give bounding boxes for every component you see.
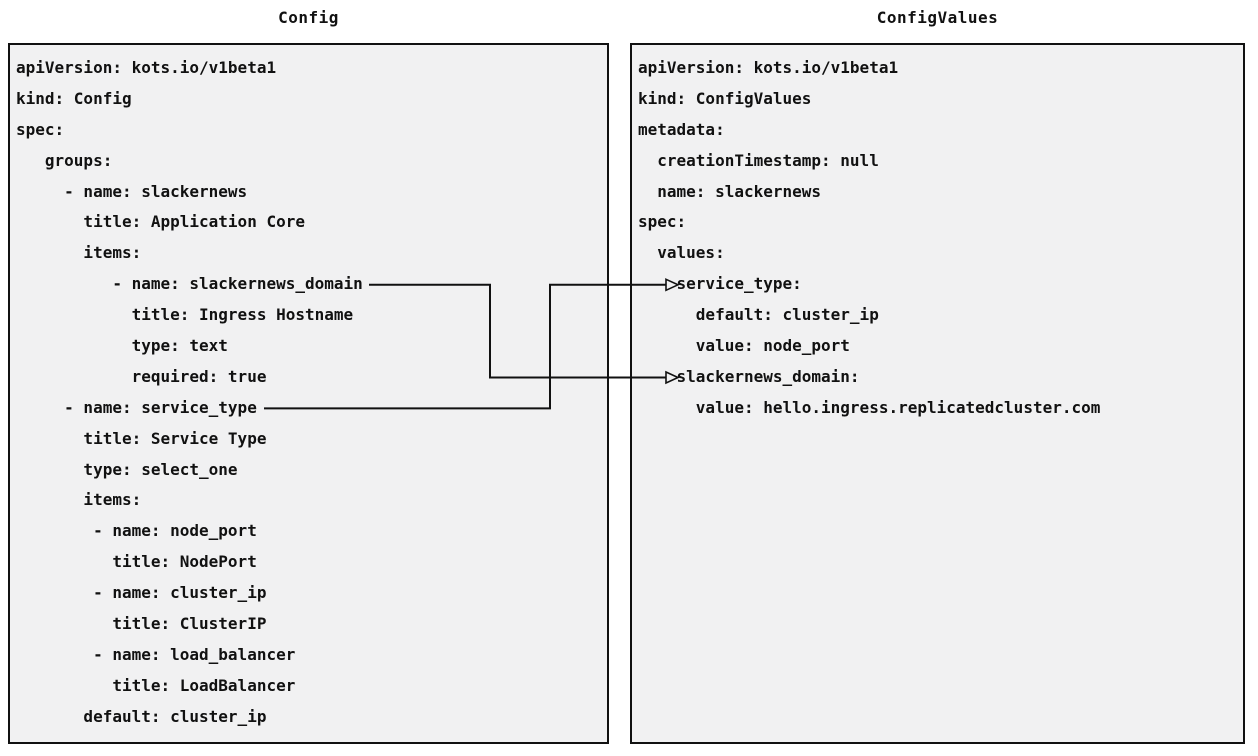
- code-line: title: Service Type: [16, 428, 267, 448]
- code-line: - name: node_port: [16, 521, 257, 541]
- code-line: type: text: [16, 336, 228, 356]
- code-line: title: LoadBalancer: [16, 675, 296, 695]
- code-line: default: cluster_ip: [638, 305, 879, 325]
- code-line: title: ClusterIP: [16, 614, 267, 634]
- code-line: items:: [16, 490, 142, 510]
- code-line: apiVersion: kots.io/v1beta1: [638, 58, 899, 77]
- code-line: value: hello.ingress.replicatedcluster.c…: [638, 397, 1101, 417]
- code-line: spec:: [16, 119, 65, 139]
- code-line: spec:: [638, 212, 687, 232]
- configvalues-code-block: apiVersion: kots.io/v1beta1 kind: Config…: [632, 45, 1243, 424]
- code-line: type: select_one: [16, 459, 238, 479]
- code-line: title: Ingress Hostname: [16, 305, 354, 325]
- code-line: kind: ConfigValues: [638, 88, 812, 108]
- configvalues-panel-title: ConfigValues: [876, 8, 999, 27]
- code-line: service_type:: [638, 274, 802, 294]
- configvalues-panel: apiVersion: kots.io/v1beta1 kind: Config…: [630, 43, 1245, 744]
- code-line: name: slackernews: [638, 181, 822, 201]
- code-line: - name: load_balancer: [16, 644, 296, 664]
- code-line: groups:: [16, 150, 113, 170]
- code-line: apiVersion: kots.io/v1beta1: [16, 58, 277, 77]
- config-panel-title: Config: [278, 8, 339, 27]
- code-line: - name: service_type: [16, 397, 257, 417]
- config-code-block: apiVersion: kots.io/v1beta1 kind: Config…: [10, 45, 607, 733]
- code-line: - name: slackernews: [16, 181, 248, 201]
- config-panel: apiVersion: kots.io/v1beta1 kind: Config…: [8, 43, 609, 744]
- code-line: - name: slackernews_domain: [16, 274, 363, 294]
- code-line: metadata:: [638, 119, 725, 139]
- code-line: slackernews_domain:: [638, 366, 860, 386]
- code-line: creationTimestamp: null: [638, 150, 879, 170]
- code-line: items:: [16, 243, 142, 263]
- code-line: kind: Config: [16, 88, 132, 108]
- code-line: default: cluster_ip: [16, 706, 267, 726]
- code-line: value: node_port: [638, 336, 850, 356]
- code-line: required: true: [16, 366, 267, 386]
- code-line: title: NodePort: [16, 552, 257, 572]
- code-line: - name: cluster_ip: [16, 583, 267, 603]
- code-line: title: Application Core: [16, 212, 305, 232]
- code-line: values:: [638, 243, 725, 263]
